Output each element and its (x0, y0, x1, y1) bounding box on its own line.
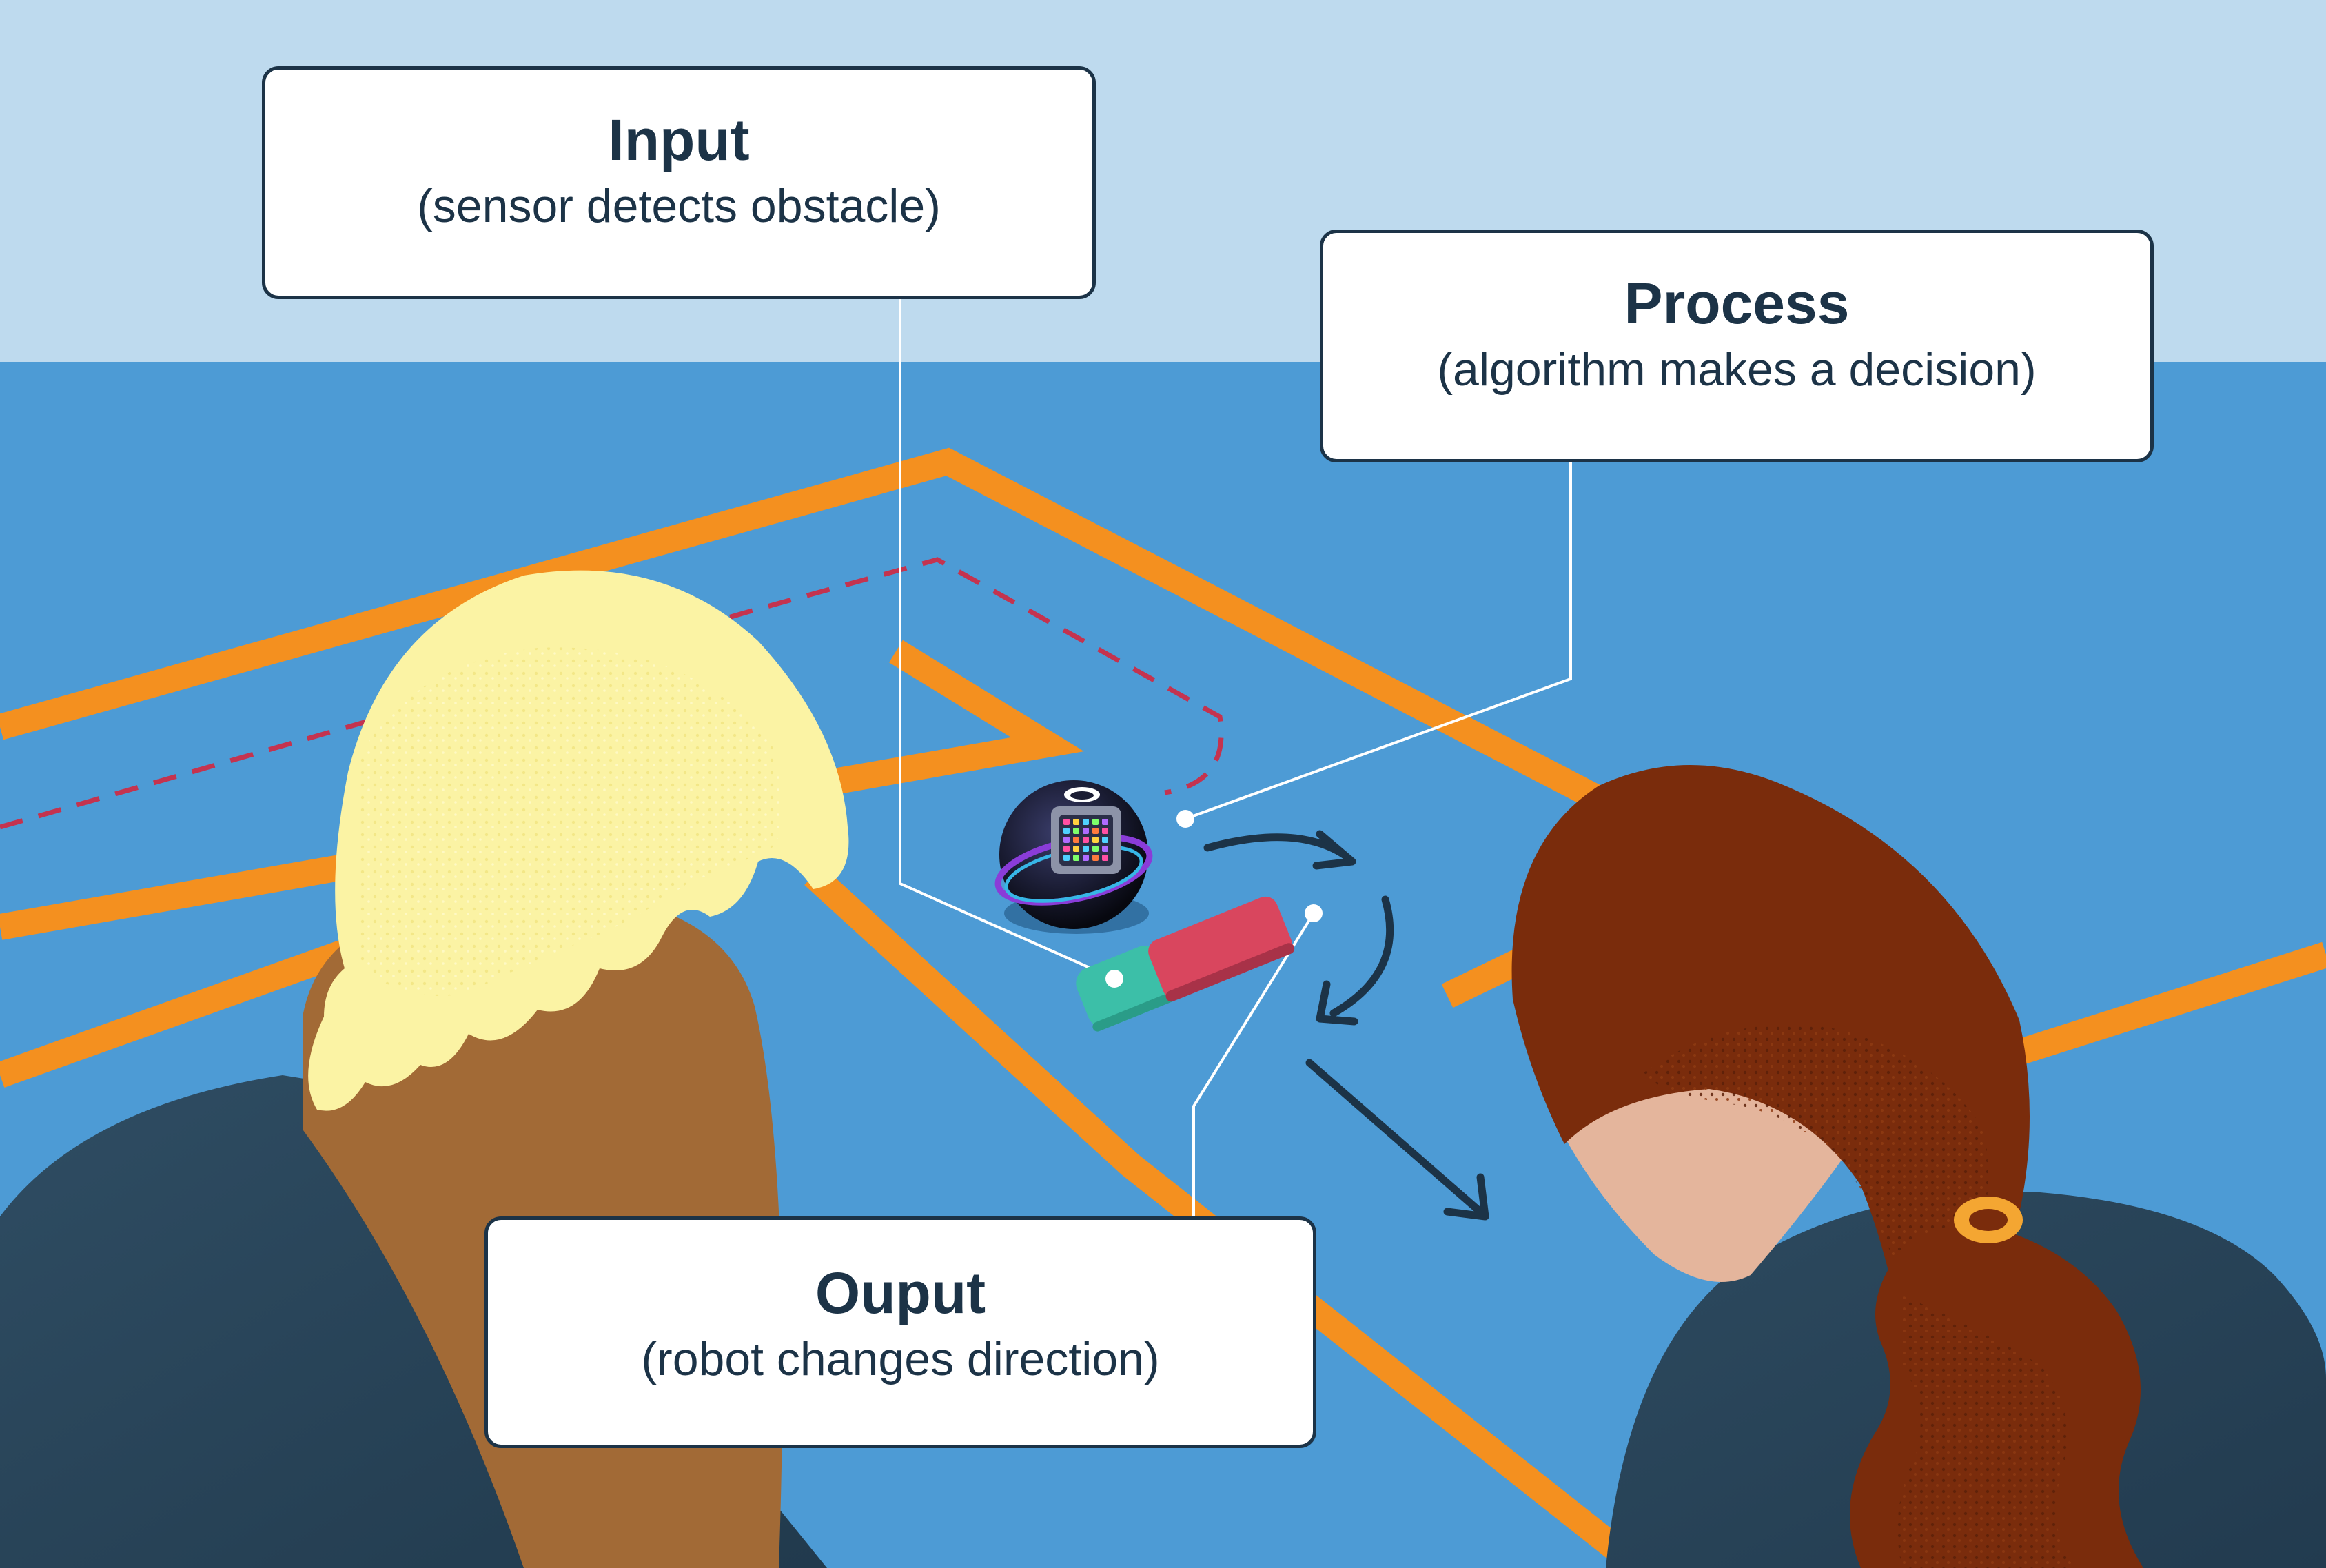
robot-led (1092, 828, 1099, 834)
output-title: Ouput (815, 1261, 986, 1325)
robot-led (1092, 819, 1099, 825)
robot-led (1073, 855, 1079, 861)
straight-arrow-icon (1305, 1059, 1489, 1221)
callout-dots (1105, 810, 1323, 988)
robot-led (1083, 855, 1089, 861)
robot-path-dashed (0, 557, 1224, 830)
robot-led (1063, 855, 1070, 861)
robot-led (1102, 837, 1108, 843)
process-label-box: Process (algorithm makes a decision) (1320, 230, 2154, 462)
robot-led (1073, 828, 1079, 834)
robot-led (1092, 846, 1099, 852)
robot-led (1073, 837, 1079, 843)
curved-arrow-icon (1203, 830, 1394, 1026)
input-subtitle: (sensor detects obstacle) (417, 180, 941, 232)
robot-led (1102, 828, 1108, 834)
student-right (1511, 765, 2326, 1568)
robot-led (1083, 846, 1089, 852)
robot-led (1102, 855, 1108, 861)
eraser-icon (1076, 896, 1295, 1032)
robot-ball-icon (994, 780, 1153, 934)
robot-led (1063, 837, 1070, 843)
input-title: Input (608, 108, 750, 172)
output-label-box: Ouput (robot changes direction) (484, 1216, 1316, 1448)
robot-led (1063, 819, 1070, 825)
robot-led (1073, 819, 1079, 825)
robot-led (1092, 855, 1099, 861)
robot-led (1083, 828, 1089, 834)
robot-led (1102, 846, 1108, 852)
output-subtitle: (robot changes direction) (641, 1333, 1160, 1385)
input-label-box: Input (sensor detects obstacle) (262, 66, 1096, 299)
robot-led (1063, 846, 1070, 852)
process-subtitle: (algorithm makes a decision) (1437, 343, 2037, 396)
robot-led (1083, 819, 1089, 825)
robot-led (1102, 819, 1108, 825)
robot-led (1063, 828, 1070, 834)
robot-led (1073, 846, 1079, 852)
robot-led (1083, 837, 1089, 843)
callout-lines (899, 299, 1572, 1216)
process-title: Process (1624, 271, 1850, 336)
robot-led (1092, 837, 1099, 843)
